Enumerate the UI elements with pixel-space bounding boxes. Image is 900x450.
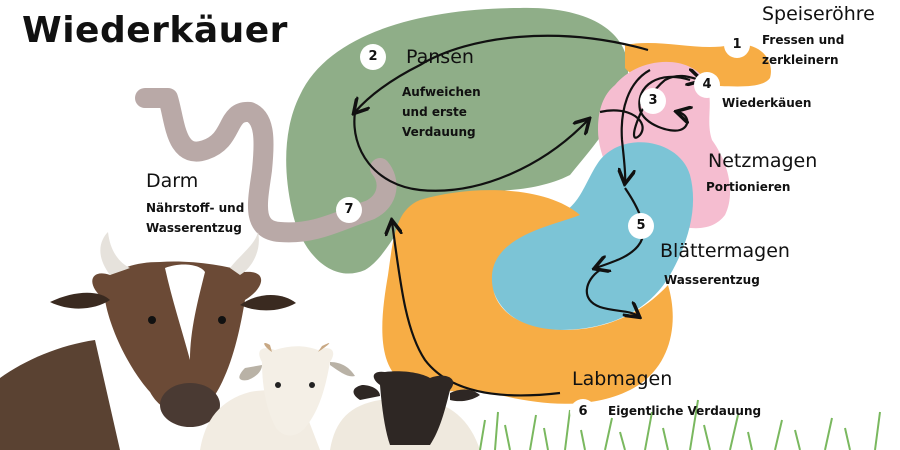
- arrow-labmagen-to-darm: [392, 222, 561, 397]
- desc-netzmagen: Portionieren: [706, 180, 791, 194]
- arrow-netzmagen-to-speiseroehre: [599, 76, 700, 139]
- desc-pansen: Aufweichen und erste Verdauung: [402, 85, 481, 139]
- darm-shape: [135, 88, 397, 243]
- arrow-pansen-to-netzmagen: [353, 111, 588, 192]
- grass-photo: [479, 399, 881, 450]
- step-badge-7: 7: [336, 197, 362, 223]
- step-badge-5: 5: [628, 213, 654, 239]
- label-speiseroehre: Speiseröhre: [762, 3, 875, 25]
- step-badge-2: 2: [360, 44, 386, 70]
- desc-darm: Nährstoff- und Wasserentzug: [146, 201, 245, 235]
- arrow-blaettermagen-to-labmagen: [585, 269, 638, 316]
- desc-labmagen: Eigentliche Verdauung: [608, 404, 762, 418]
- desc-speiseroehre: Fressen und zerkleinern: [762, 33, 845, 67]
- cow-photo: [0, 232, 296, 450]
- label-netzmagen: Netzmagen: [708, 150, 818, 172]
- arrow-blaettermagen-internal: [596, 187, 645, 268]
- arrow-wiederkaeuen-loop: [638, 75, 690, 132]
- label-pansen: Pansen: [406, 46, 474, 68]
- desc-blaettermagen: Wasserentzug: [664, 273, 760, 287]
- label-blaettermagen: Blättermagen: [660, 240, 790, 262]
- page-title: Wiederkäuer: [22, 10, 288, 51]
- arrow-netzmagen-to-blaettermagen: [622, 69, 651, 182]
- arrow-to-pansen: [355, 34, 649, 112]
- step-badge-3: 3: [640, 88, 666, 114]
- label-labmagen: Labmagen: [572, 368, 673, 390]
- step-badge-1: 1: [724, 32, 750, 58]
- blaettermagen-shape: [490, 142, 694, 330]
- desc-wiederkaeuen: Wiederkäuen: [722, 96, 812, 110]
- goat-photo: [200, 342, 355, 450]
- labmagen-shape: [382, 190, 673, 404]
- sheep-photo: [330, 371, 480, 450]
- step-badge-4: 4: [694, 72, 720, 98]
- step-badge-6: 6: [570, 399, 596, 425]
- label-darm: Darm: [146, 170, 199, 192]
